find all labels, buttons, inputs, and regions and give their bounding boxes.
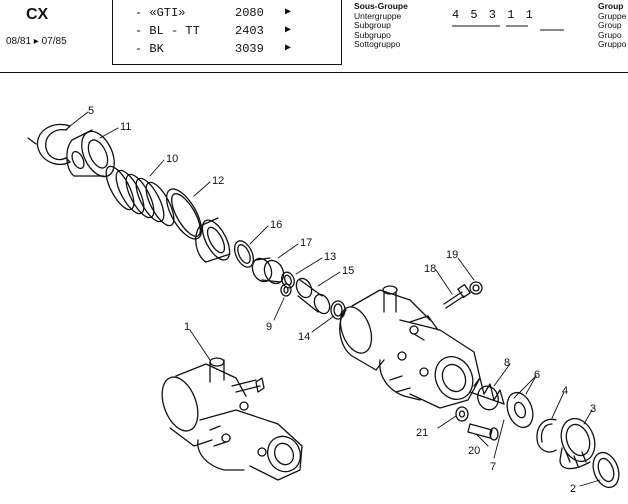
callout-label: 1 — [184, 321, 190, 333]
production-dates: 08/81 ▸ 07/85 — [6, 36, 67, 47]
o-ring-part — [330, 300, 346, 320]
callout-label: 20 — [468, 445, 480, 457]
subgroup-label: Subgroup — [354, 20, 391, 30]
bushing-part — [66, 129, 115, 178]
seal-ring-part — [592, 451, 620, 489]
housing-assembly-part — [161, 357, 303, 481]
coil-spring-part — [105, 165, 175, 227]
callout-label: 13 — [324, 251, 336, 263]
callout-label: 9 — [266, 321, 272, 333]
pump-housing-part — [339, 285, 481, 409]
variant-code: 2403 — [235, 24, 264, 38]
screw-part — [443, 283, 471, 309]
callout-label: 19 — [446, 249, 458, 261]
group-labels: Group Gruppe Group Grupo Gruppo — [598, 2, 628, 50]
arrow-right-icon: ▶ — [285, 25, 292, 36]
variant-box: - «GTI» 2080 ▶ - BL - TT 2403 ▶ - BK 303… — [112, 0, 342, 65]
callout-label: 17 — [300, 237, 312, 249]
subgroup-label: Subgrupo — [354, 29, 391, 40]
callout-label: 5 — [88, 105, 94, 117]
callout-labels: 5 11 10 12 16 17 13 15 9 14 18 19 8 6 4 … — [88, 105, 596, 495]
washer-part — [455, 406, 469, 422]
group-label: Gruppe — [598, 10, 627, 21]
group-label: Gruppo — [598, 39, 627, 49]
diaphragm-part — [506, 391, 534, 429]
group-label: Group — [598, 2, 624, 11]
variant-name: - BL - TT — [135, 24, 200, 38]
leader-lines — [69, 111, 601, 487]
nut-part — [469, 281, 483, 295]
bolt-part — [467, 423, 499, 441]
end-cap-part — [559, 417, 596, 470]
header: CX 08/81 ▸ 07/85 - «GTI» 2080 ▶ - BL - T… — [0, 0, 628, 72]
variant-name: - «GTI» — [135, 6, 186, 20]
callout-label: 10 — [166, 153, 178, 165]
model-name: CX — [26, 6, 49, 23]
callout-label: 8 — [504, 357, 510, 369]
callout-label: 3 — [590, 403, 596, 415]
snap-ring-part — [27, 123, 71, 165]
arrow-right-icon: ▶ — [285, 7, 292, 18]
subgroup-labels: Sous-Groupe Untergruppe Subgroup Subgrup… — [354, 1, 408, 50]
variant-name: - BK — [135, 42, 164, 56]
callout-label: 18 — [424, 263, 436, 275]
callout-label: 11 — [120, 121, 131, 133]
group-label: Grupo — [598, 29, 622, 40]
subgroup-label: Sous-Groupe — [354, 1, 408, 11]
circlip-part — [233, 240, 255, 268]
cylinder-sleeve-part — [195, 217, 231, 263]
subgroup-code: 4 5 3 1 1 — [452, 8, 535, 22]
retaining-clip-part — [536, 418, 557, 453]
spacer-sleeve-part — [295, 277, 331, 315]
code-underlines — [452, 25, 564, 31]
header-divider — [0, 72, 628, 73]
callout-label: 2 — [570, 483, 576, 495]
bearing-part — [251, 257, 285, 285]
arrow-right-icon: ▶ — [285, 43, 292, 54]
callout-label: 14 — [298, 331, 310, 343]
callout-label: 6 — [534, 369, 540, 381]
callout-label: 15 — [342, 265, 354, 277]
callout-label: 16 — [270, 219, 282, 231]
subgroup-label: Sottogruppo — [354, 39, 401, 49]
callout-label: 12 — [212, 175, 224, 187]
variant-code: 3039 — [235, 42, 264, 56]
ring-seal-part — [165, 188, 203, 240]
group-label: Group — [598, 20, 622, 30]
callout-label: 4 — [562, 385, 568, 397]
variant-code: 2080 — [235, 6, 264, 20]
callout-label: 21 — [416, 427, 428, 439]
valve-spring-part — [469, 377, 505, 411]
callout-label: 7 — [490, 461, 496, 473]
pin-part — [280, 283, 292, 297]
subgroup-label: Untergruppe — [354, 10, 402, 21]
